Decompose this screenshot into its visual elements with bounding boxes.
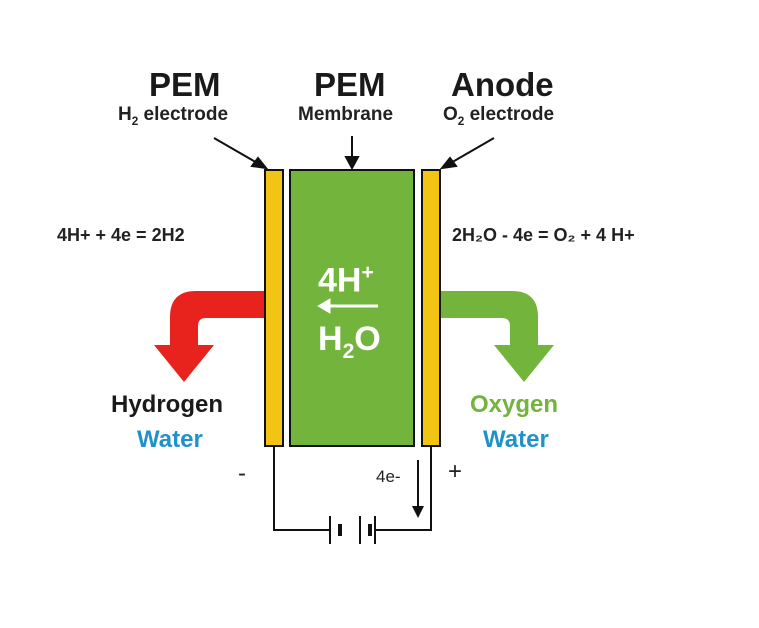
mid-subtitle: Membrane (298, 104, 394, 125)
left-subtitle-prefix: H (118, 104, 132, 125)
oxygen-output-label: Oxygen (470, 391, 559, 418)
left-subtitle-index: 2 (131, 114, 139, 128)
pointer-mid-head (344, 156, 360, 171)
hydrogen-output-label: Hydrogen (111, 391, 224, 418)
circuit-wires (273, 446, 432, 531)
pointer-left-head (250, 156, 269, 170)
negative-terminal-sign: - (238, 460, 246, 487)
wire-left (273, 446, 330, 531)
proton-label: 4H+ (318, 262, 374, 297)
hydrogen-arrow (154, 291, 268, 382)
water-label-suffix: O (354, 320, 381, 358)
proton-label-charge: + (361, 261, 374, 284)
right-water-output-label: Water (483, 426, 549, 453)
electron-flow-head (412, 506, 424, 518)
left-water-output-label: Water (137, 426, 203, 453)
pointer-right-head (439, 156, 458, 170)
left-electrode (264, 169, 284, 447)
right-subtitle-index: 2 (457, 114, 465, 128)
oxygen-arrow (440, 291, 554, 382)
anode-equation: 2H₂O - 4e = O₂ + 4 H+ (452, 225, 635, 245)
right-electrode (421, 169, 441, 447)
right-subtitle-suffix: electrode (464, 104, 555, 125)
cathode-equation: 4H+ + 4e = 2H2 (57, 225, 185, 245)
right-subtitle-prefix: O (443, 104, 458, 125)
water-label-prefix: H (318, 320, 343, 358)
right-subtitle: O2 electrode (443, 105, 554, 128)
water-label-index: 2 (342, 339, 355, 363)
left-title: PEM (149, 66, 221, 103)
pointer-right (448, 137, 495, 165)
left-subtitle-suffix: electrode (138, 104, 229, 125)
right-title: Anode (451, 66, 554, 103)
proton-label-base: 4H (318, 261, 362, 300)
pointer-left (213, 137, 260, 165)
electron-label: 4e- (376, 467, 401, 486)
water-label: H2O (318, 322, 381, 362)
proton-flow-arrow (317, 298, 378, 314)
mid-title: PEM (314, 66, 386, 103)
battery-symbol (329, 516, 376, 544)
positive-terminal-sign: + (448, 458, 463, 485)
pointer-arrows (213, 136, 495, 171)
wire-right (375, 446, 432, 531)
membrane-block (289, 169, 415, 447)
left-subtitle: H2 electrode (118, 105, 228, 128)
